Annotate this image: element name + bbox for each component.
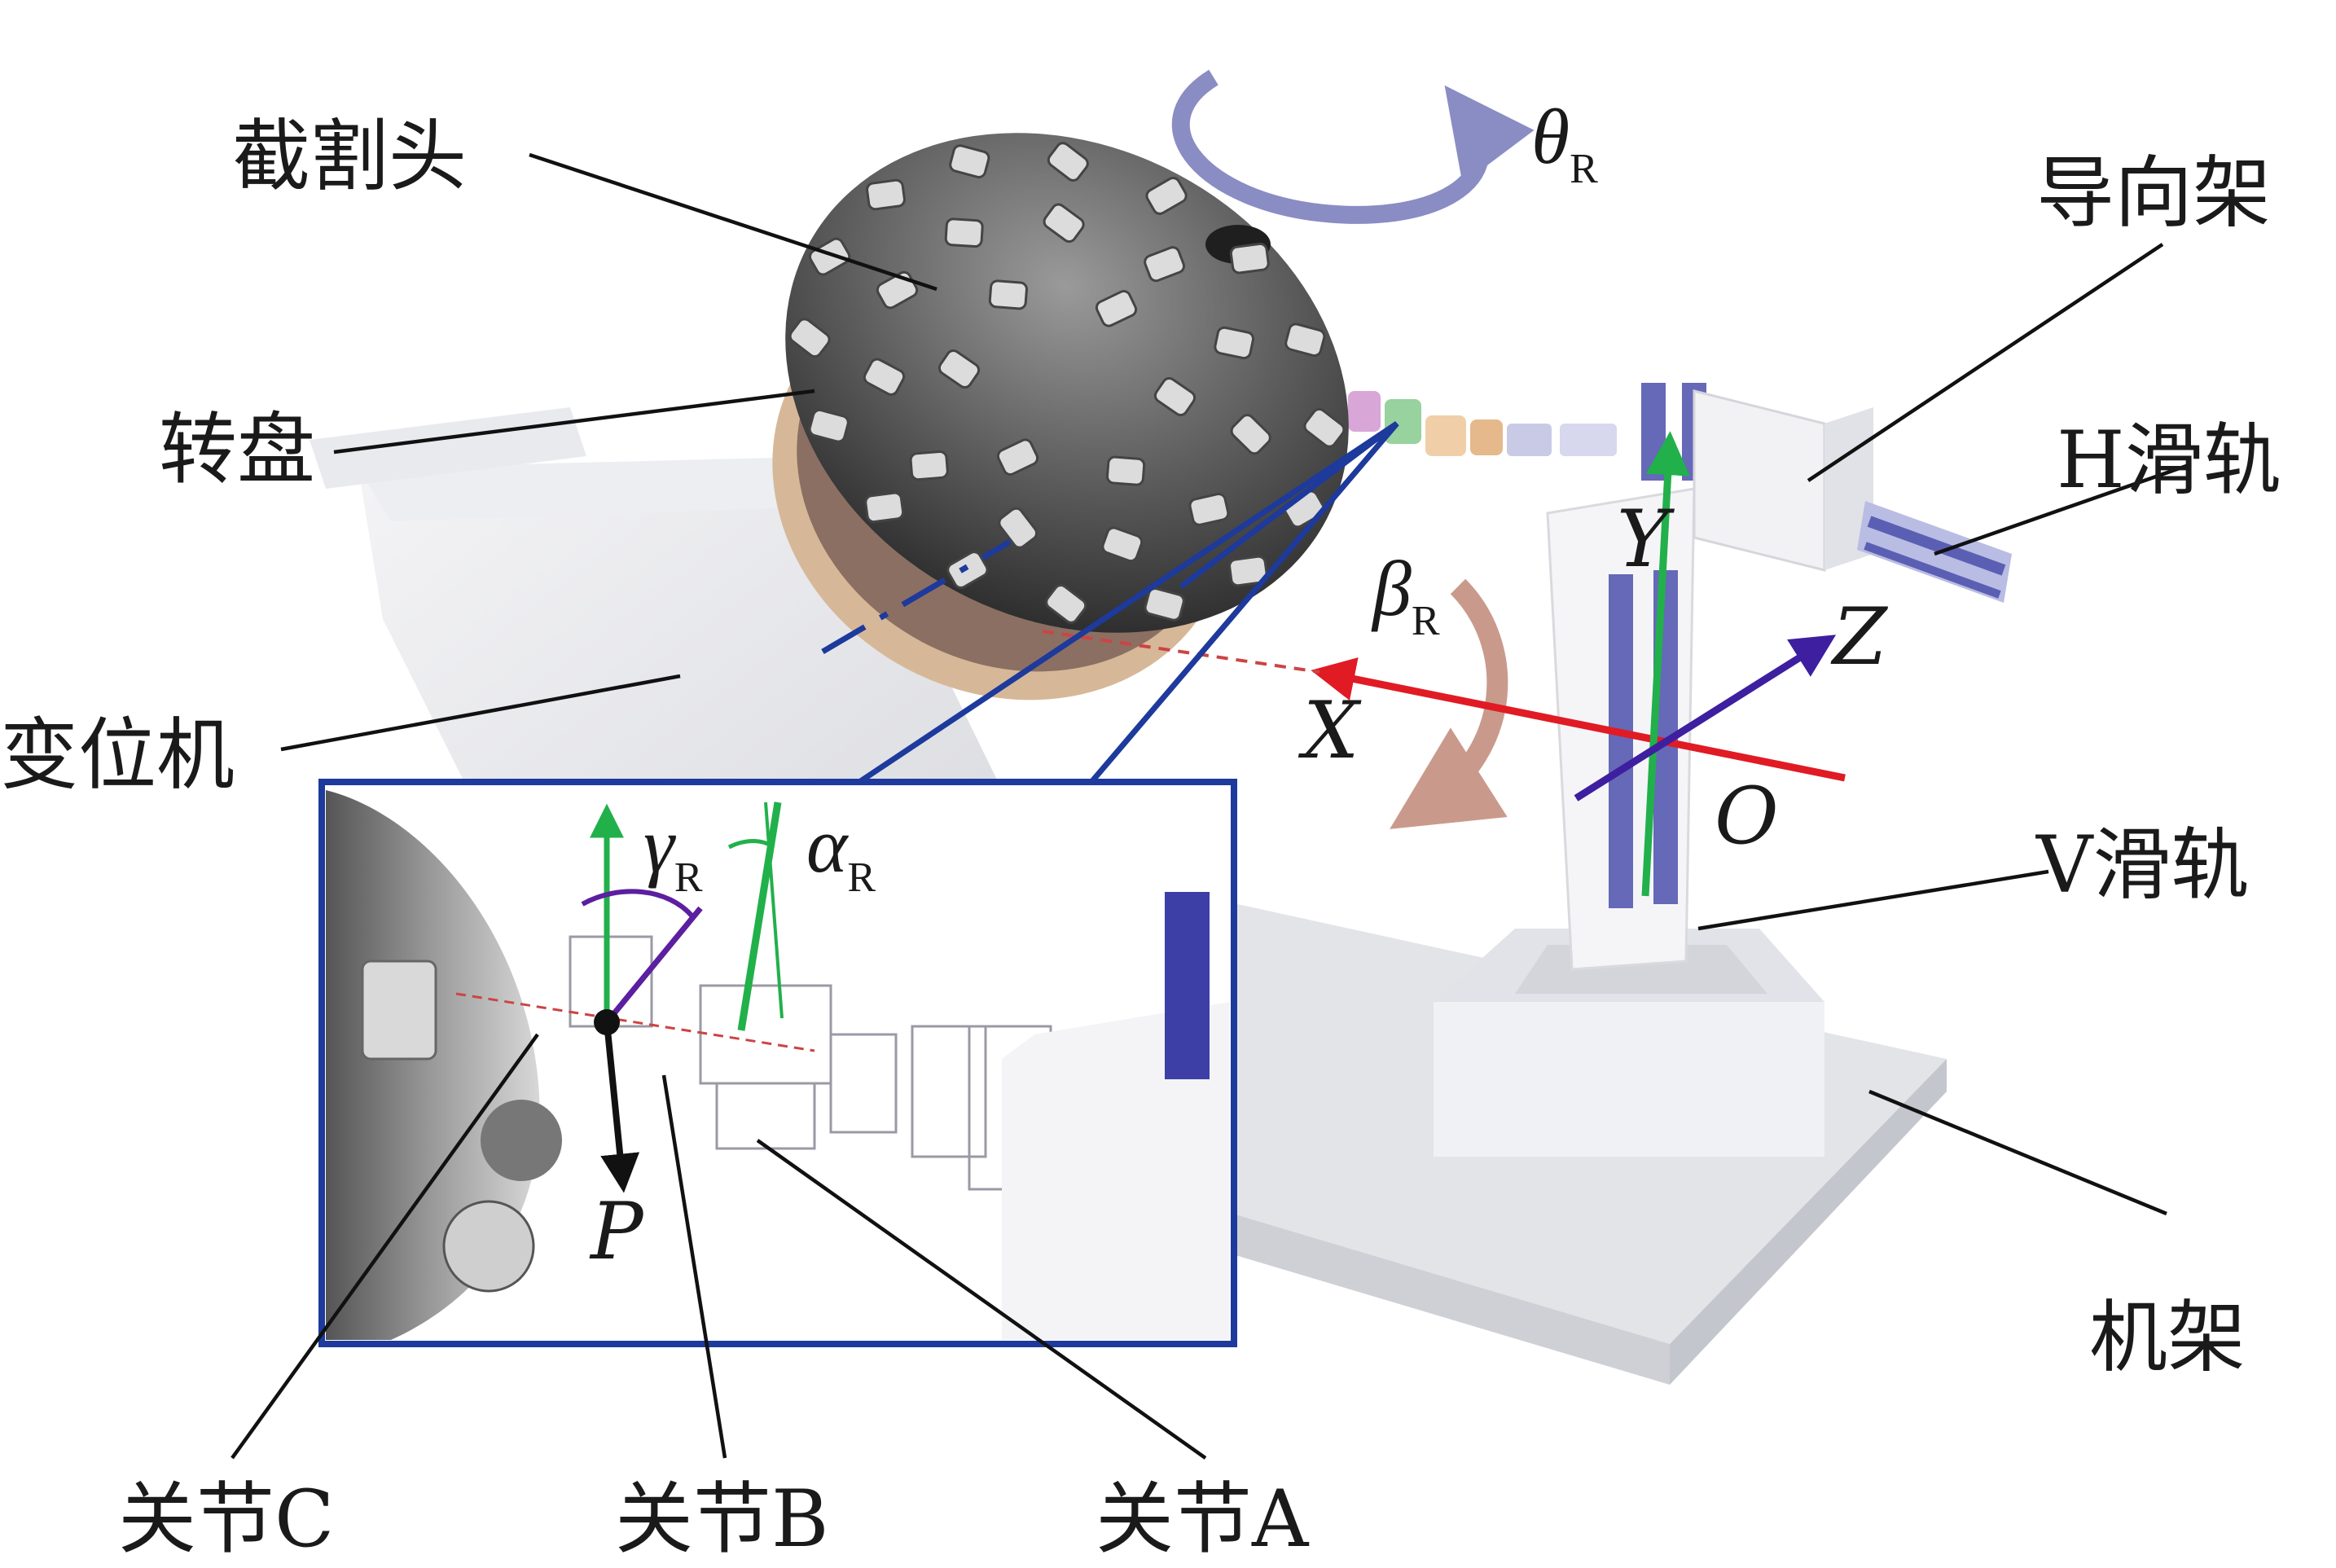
cutting-pick bbox=[1144, 587, 1185, 621]
axis-label-y: Y bbox=[1617, 494, 1675, 585]
cutting-pick bbox=[949, 144, 990, 178]
cutting-pick bbox=[909, 450, 949, 481]
cutting-pick bbox=[1228, 555, 1268, 587]
cutting-pick bbox=[1284, 323, 1326, 358]
head-axis-dash bbox=[821, 538, 1012, 655]
cutting-pick bbox=[1106, 455, 1146, 486]
beta-rotation-arrow bbox=[1390, 578, 1508, 829]
cutting-pick bbox=[863, 358, 906, 396]
cutting-pick bbox=[1303, 407, 1346, 448]
axis-label-x: X bbox=[1298, 685, 1362, 776]
cutting-pick bbox=[1230, 414, 1271, 455]
label-joint-a: 关节A bbox=[1096, 1474, 1310, 1565]
cutting-pick bbox=[1144, 246, 1186, 283]
guide-frame bbox=[1693, 389, 1873, 572]
cutting-pick bbox=[808, 237, 851, 276]
label-v-rail: V滑轨 bbox=[2035, 819, 2249, 911]
label-positioner: 变位机 bbox=[0, 709, 235, 801]
cutting-pick bbox=[1145, 176, 1188, 215]
cutting-pick bbox=[1153, 376, 1197, 417]
x-axis-arrow bbox=[1311, 657, 1846, 782]
cutting-pick bbox=[944, 217, 984, 248]
symbol-alpha-r: αR bbox=[806, 802, 876, 901]
cutting-pick bbox=[1047, 142, 1089, 182]
coupling-shaft bbox=[1348, 391, 1617, 456]
axis-label-z: Z bbox=[1830, 591, 1889, 683]
z-axis-arrow bbox=[1574, 635, 1837, 802]
theta-rotation-arrow bbox=[1171, 69, 1535, 224]
cutting-pick bbox=[808, 408, 850, 443]
cutting-pick bbox=[998, 507, 1038, 549]
label-guide-frame: 导向架 bbox=[2036, 147, 2271, 239]
v-rail-base bbox=[1434, 929, 1824, 1157]
cutting-pick bbox=[1045, 584, 1087, 624]
y-axis-arrow bbox=[1641, 431, 1690, 897]
coordinate-axes bbox=[821, 431, 1846, 897]
cutting-pick bbox=[864, 491, 905, 524]
symbol-beta-r: βR bbox=[1371, 545, 1440, 644]
cutting-pick bbox=[988, 279, 1028, 310]
cutting-pick bbox=[1101, 526, 1144, 563]
label-h-rail: H滑轨 bbox=[2057, 415, 2281, 506]
cutting-pick bbox=[866, 178, 906, 211]
h-rail bbox=[1857, 501, 2012, 603]
label-joint-c: 关节C bbox=[118, 1474, 334, 1565]
cutting-head bbox=[785, 133, 1349, 633]
inset-callout bbox=[318, 421, 1399, 1347]
cutting-pick bbox=[1043, 203, 1085, 244]
cutting-pick bbox=[1095, 290, 1138, 327]
leader-lines bbox=[231, 152, 2192, 1460]
label-turntable: 转盘 bbox=[159, 404, 315, 495]
cutting-pick bbox=[1188, 492, 1230, 526]
label-frame: 机架 bbox=[2089, 1292, 2246, 1383]
label-joint-b: 关节B bbox=[615, 1474, 829, 1565]
origin-label-o: O bbox=[1715, 771, 1779, 862]
cutting-pick bbox=[788, 318, 831, 358]
label-cutting-head: 截割头 bbox=[232, 111, 467, 202]
cutting-pick bbox=[996, 438, 1039, 476]
point-p-dot bbox=[594, 1009, 620, 1035]
cutting-pick bbox=[1229, 242, 1270, 275]
inset-content bbox=[326, 790, 1230, 1340]
symbol-theta-r: θR bbox=[1531, 93, 1598, 192]
cutting-pick bbox=[1214, 326, 1255, 360]
v-rail bbox=[1546, 383, 1706, 971]
symbol-gamma-r: γR bbox=[643, 802, 703, 901]
cutting-pick bbox=[937, 349, 981, 389]
point-label-p: P bbox=[589, 1186, 644, 1277]
